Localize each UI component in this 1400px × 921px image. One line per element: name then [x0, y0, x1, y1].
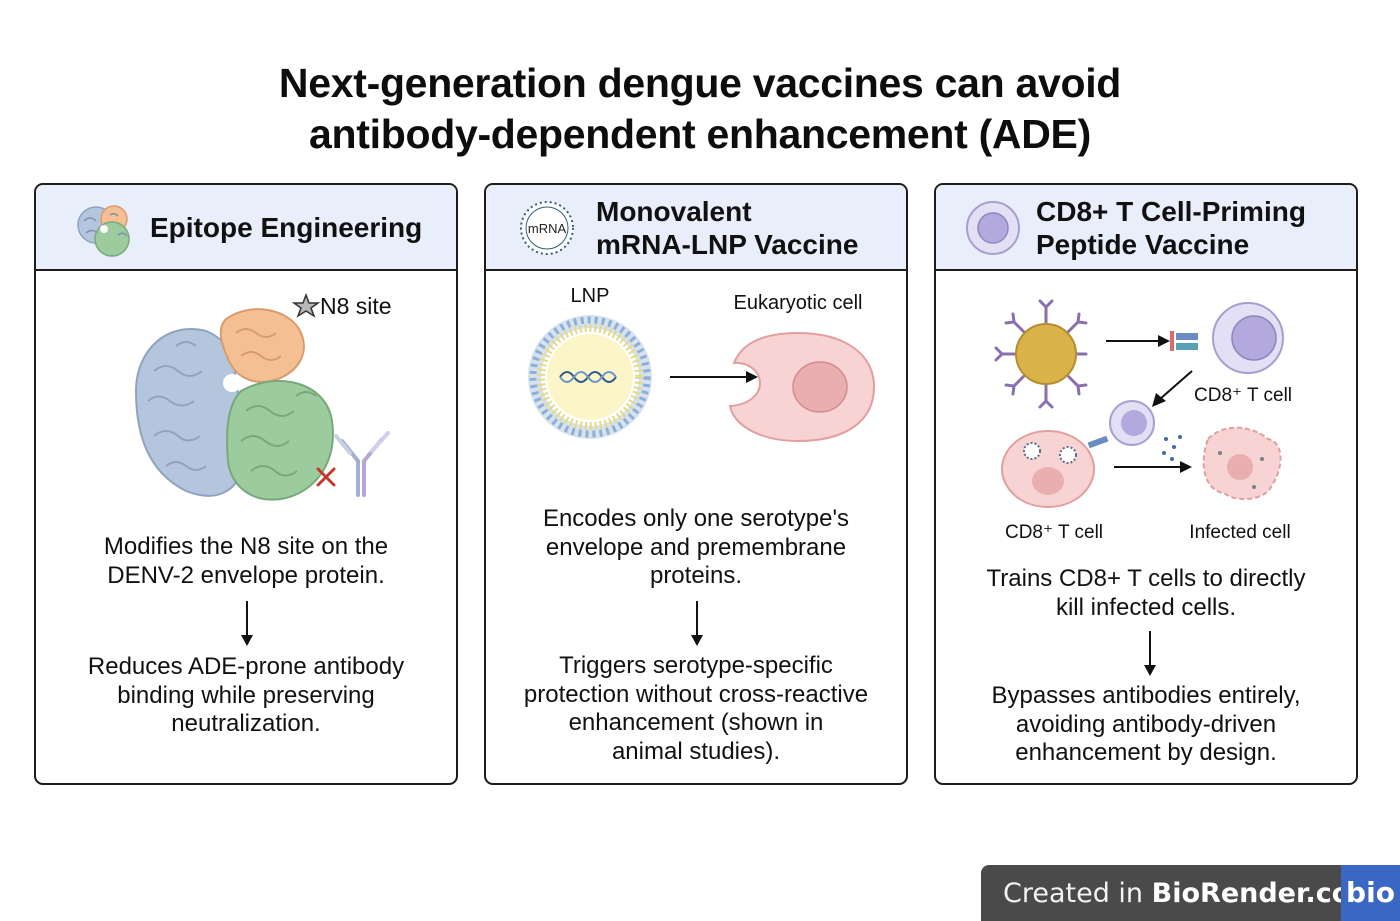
panel-title-line-2: Peptide Vaccine	[1036, 229, 1250, 260]
panel-epitope-engineering: Epitope Engineering N8 site	[34, 183, 458, 785]
panel-title: Epitope Engineering	[150, 212, 423, 243]
panel-cd8-peptide-vaccine: CD8+ T Cell-Priming Peptide Vaccine	[934, 183, 1358, 785]
n8-site-label: N8 site	[320, 293, 392, 319]
epitope-figure: N8 site	[134, 292, 392, 501]
cd8-t-cell-label-top: CD8⁺ T cell	[1194, 385, 1292, 406]
panel-header: Epitope Engineering	[36, 185, 456, 271]
blocked-x-icon	[316, 467, 336, 487]
page-title: Next-generation dengue vaccines can avoi…	[0, 58, 1400, 160]
star-icon	[291, 292, 321, 318]
outcome-text: Bypasses antibodies entirely, avoiding a…	[991, 682, 1301, 766]
t-cell-icon	[966, 201, 1020, 255]
antigen-presenting-cell-icon	[994, 299, 1088, 409]
outcome-text: Reduces ADE-prone antibody binding while…	[87, 653, 405, 737]
biorender-badge[interactable]: Created in BioRender.com bio	[981, 865, 1400, 921]
cd8-t-cell-killing-icon	[1087, 400, 1155, 449]
panel-header: mRNA Monovalent mRNA-LNP Vaccine	[486, 185, 906, 271]
title-line-1: Next-generation dengue vaccines can avoi…	[278, 60, 1122, 106]
t-cell-figure: CD8⁺ T cell CD8⁺ T cell Infected cell	[994, 299, 1292, 543]
mechanism-text: Encodes only one serotype's envelope and…	[542, 505, 850, 589]
protein-icon	[77, 205, 130, 257]
panel-title-line-2: mRNA-LNP Vaccine	[596, 229, 859, 260]
title-line-2: antibody-dependent enhancement (ADE)	[309, 111, 1091, 157]
biorender-logo: bio	[1341, 865, 1400, 921]
envelope-protein-illustration	[134, 308, 334, 501]
lnp-particle-icon	[528, 315, 652, 439]
cd8-t-cell-label-bottom: CD8⁺ T cell	[1005, 522, 1103, 543]
panel-title-line-1: CD8+ T Cell-Priming	[1036, 196, 1306, 227]
lnp-figure: LNP Eukaryotic cell	[528, 285, 876, 443]
infected-cell-label: Infected cell	[1189, 522, 1290, 543]
down-arrow-icon	[241, 601, 253, 646]
outcome-text: Triggers serotype-specific protection wi…	[523, 652, 869, 765]
eukaryotic-cell-icon	[728, 331, 876, 443]
cytotoxic-granules	[1162, 435, 1182, 461]
mrna-icon: mRNA	[520, 201, 574, 255]
tcr-receptor-icon	[1170, 331, 1198, 351]
infected-cell-dying-icon	[1202, 426, 1282, 501]
panel-title-line-1: Monovalent	[596, 196, 752, 227]
target-cell-icon	[1001, 430, 1095, 508]
eukaryotic-cell-label: Eukaryotic cell	[734, 292, 863, 314]
mrna-icon-label: mRNA	[528, 221, 567, 236]
down-arrow-icon	[1144, 631, 1156, 676]
mechanism-text: Modifies the N8 site on the DENV-2 envel…	[103, 533, 389, 589]
panel-mrna-lnp-vaccine: mRNA Monovalent mRNA-LNP Vaccine LNP Euk…	[484, 183, 908, 785]
panel-header: CD8+ T Cell-Priming Peptide Vaccine	[936, 185, 1356, 271]
down-arrow-icon	[691, 601, 703, 646]
antibody-icon	[334, 431, 390, 497]
mechanism-text: Trains CD8+ T cells to directly kill inf…	[986, 565, 1306, 621]
badge-text: Created in BioRender.com	[1003, 878, 1379, 909]
lnp-label: LNP	[571, 285, 610, 307]
cd8-t-cell-top-icon	[1212, 302, 1284, 374]
